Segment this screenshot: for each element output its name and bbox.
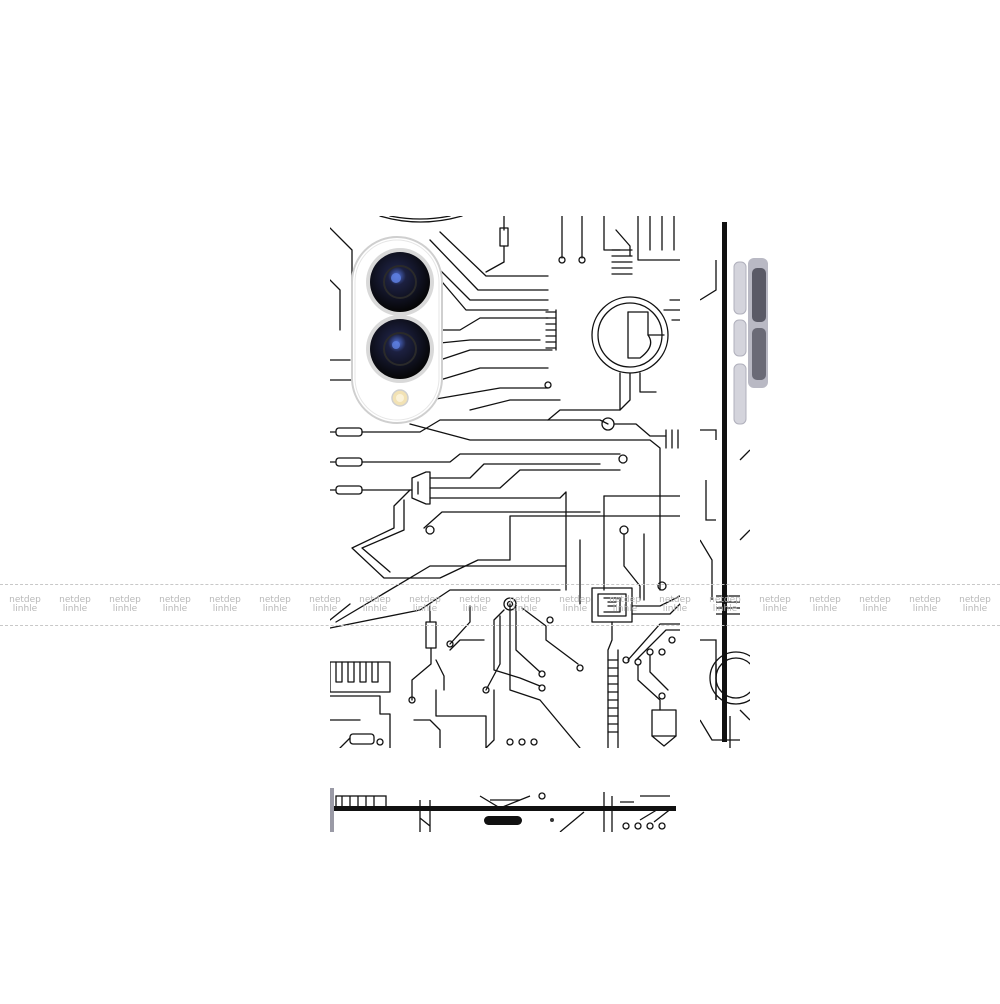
- side-frame-edge: [722, 222, 727, 742]
- side-buttons: [733, 258, 768, 425]
- volume-down-button: [733, 319, 747, 357]
- circuit-pattern-back: [330, 216, 680, 748]
- phone-side-view: [700, 216, 768, 748]
- camera-lens-bottom-icon: [366, 315, 434, 383]
- camera-flash-icon: [391, 389, 409, 407]
- volume-up-button: [733, 261, 747, 315]
- phone-bottom-view: [330, 788, 676, 832]
- power-button: [733, 363, 747, 425]
- camera-lens-top-icon: [366, 248, 434, 316]
- usb-c-port-icon: [484, 816, 522, 825]
- phone-back-view: [330, 216, 680, 748]
- camera-module: [351, 236, 443, 424]
- bottom-frame-edge: [330, 788, 334, 832]
- microphone-hole-icon: [550, 818, 554, 822]
- bottom-frame-line: [334, 806, 676, 811]
